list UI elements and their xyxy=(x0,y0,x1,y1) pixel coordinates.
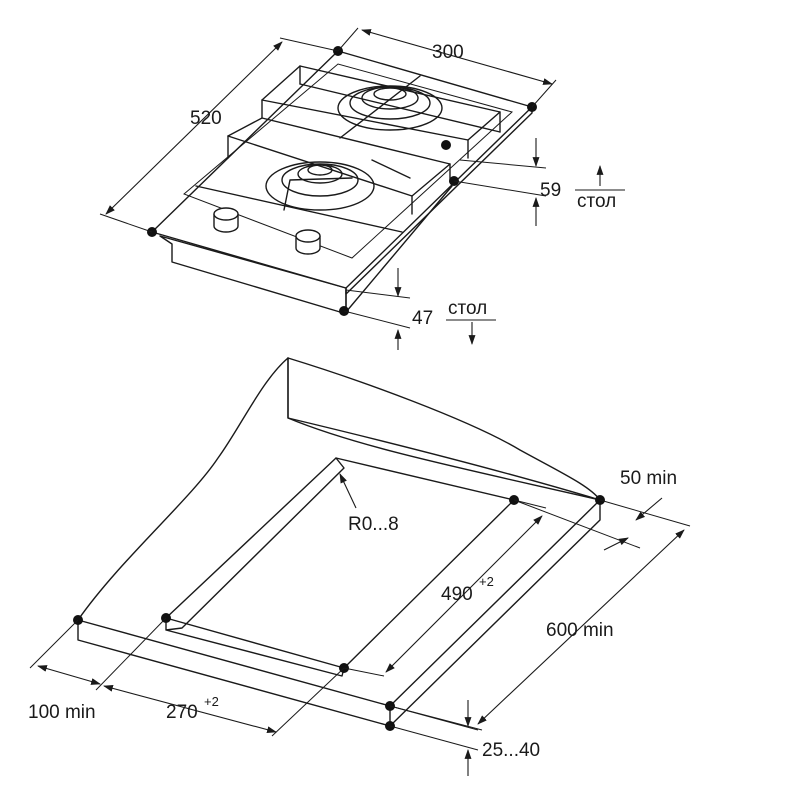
dimension-width-300: 300 xyxy=(337,27,557,108)
dimension-side-margin-and-cut-width: 100 min 270 +2 xyxy=(28,617,345,737)
label-cut-width: 270 xyxy=(166,702,198,723)
worktop-cutout-drawing: R0...8 490 +2 50 min 600 min xyxy=(28,357,691,776)
label-rear-margin: 50 min xyxy=(620,468,677,489)
rear-burner xyxy=(337,85,443,131)
dimension-worktop-depth: 600 min xyxy=(389,529,685,731)
control-knob-right xyxy=(295,229,321,255)
label-corner-radius: R0...8 xyxy=(348,514,399,535)
worktop-back-edge xyxy=(287,357,601,501)
hob-corner-dot xyxy=(441,140,451,150)
label-cut-depth: 490 xyxy=(441,584,473,605)
label-thickness: 25...40 xyxy=(482,740,540,761)
worktop-back-lip xyxy=(287,357,601,501)
label-table-top: стол xyxy=(577,191,616,212)
dimension-thickness: 25...40 xyxy=(389,700,540,776)
dimension-height-above-59: 59 стол xyxy=(453,138,625,226)
label-cut-width-tolerance: +2 xyxy=(204,694,219,709)
label-side-margin: 100 min xyxy=(28,702,96,723)
label-height-above: 59 xyxy=(540,180,561,201)
gas-hob-drawing: 300 520 59 стол 47 стол xyxy=(99,27,625,350)
front-burner xyxy=(265,161,375,211)
label-height-below: 47 xyxy=(412,308,433,329)
label-depth: 520 xyxy=(190,108,222,129)
label-table-bottom: стол xyxy=(448,298,487,319)
label-width: 300 xyxy=(432,42,464,63)
dimension-height-below-47: 47 стол xyxy=(343,268,496,350)
label-worktop-depth: 600 min xyxy=(546,620,614,641)
dimension-depth-520: 520 xyxy=(99,37,339,233)
worktop-front-edge xyxy=(77,619,391,727)
control-knob-left xyxy=(213,207,239,233)
label-cut-depth-tolerance: +2 xyxy=(479,574,494,589)
